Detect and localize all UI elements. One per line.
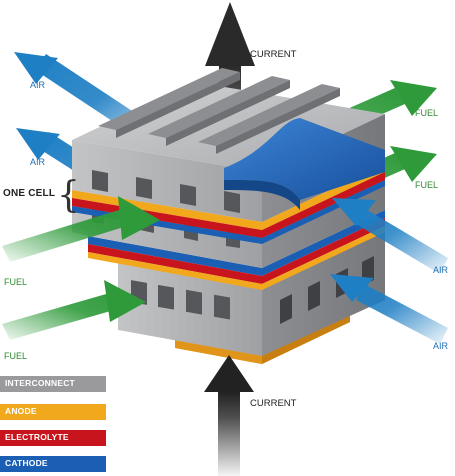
fuel-label-top-right: FUEL [415, 108, 439, 118]
fuel-label-left-lower: FUEL [4, 351, 28, 361]
fuel-arrow-left-lower [2, 280, 146, 340]
air-arrow-right-lower [330, 274, 448, 344]
legend-label-interconnect: INTERCONNECT [5, 378, 75, 388]
one-cell-label: ONE CELL [3, 188, 56, 199]
air-label-top-left: AIR [30, 80, 46, 90]
legend-item-electrolyte: ELECTROLYTE [0, 430, 106, 446]
air-label-right-lower: AIR [433, 341, 449, 351]
fuel-label-mid-right: FUEL [415, 180, 439, 190]
current-arrow-bottom [204, 355, 254, 476]
fuel-arrow-left-upper [2, 196, 160, 262]
cathode-top-sheet [224, 118, 385, 210]
current-label-top: CURRENT [250, 49, 297, 60]
fuel-label-left-upper: FUEL [4, 277, 28, 287]
air-arrow-right-upper [332, 198, 448, 274]
legend-label-anode: ANODE [5, 406, 37, 416]
air-label-mid-left: AIR [30, 157, 46, 167]
legend-label-electrolyte: ELECTROLYTE [5, 432, 69, 442]
one-cell-brace: { [57, 175, 80, 216]
air-label-right-upper: AIR [433, 265, 449, 275]
legend-item-cathode: CATHODE [0, 456, 106, 472]
current-label-bottom: CURRENT [250, 398, 297, 409]
lower-cell-layers [88, 210, 385, 290]
legend-item-interconnect: INTERCONNECT [0, 376, 106, 392]
legend-item-anode: ANODE [0, 404, 106, 420]
legend-label-cathode: CATHODE [5, 458, 48, 468]
upper-cell-layers [72, 164, 385, 244]
